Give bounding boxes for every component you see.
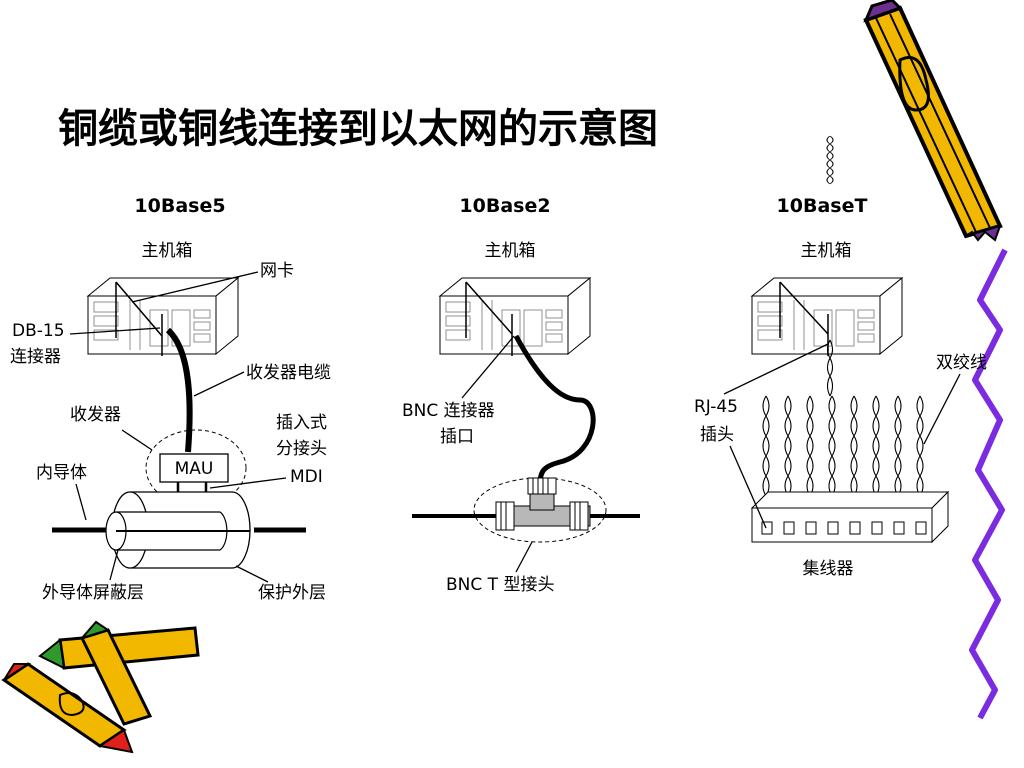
label-host-10base2: 主机箱 bbox=[485, 241, 536, 261]
label-mau: MAU bbox=[175, 459, 214, 479]
host-computer-10base5 bbox=[87, 277, 239, 355]
hub bbox=[750, 490, 950, 544]
label-transceiver: 收发器 bbox=[70, 405, 121, 425]
page-title: 铜缆或铜线连接到以太网的示意图 bbox=[58, 106, 658, 152]
pencils-icon bbox=[1, 620, 200, 754]
host-computer-10baset bbox=[751, 277, 903, 355]
label-nic: 网卡 bbox=[260, 261, 294, 281]
label-host-10baset: 主机箱 bbox=[801, 241, 852, 261]
nic-card bbox=[115, 281, 163, 337]
heading-10base5: 10Base5 bbox=[134, 195, 225, 217]
label-db15-line2: 连接器 bbox=[10, 347, 61, 367]
label-bnc-line1: BNC 连接器 bbox=[402, 401, 495, 421]
label-db15-line1: DB-15 bbox=[12, 321, 65, 341]
label-host-10base5: 主机箱 bbox=[142, 241, 193, 261]
label-inner-conductor: 内导体 bbox=[36, 463, 87, 483]
transceiver-cable bbox=[165, 327, 193, 453]
label-twisted-pair: 双绞线 bbox=[936, 353, 987, 373]
t-connector-boundary bbox=[473, 477, 607, 543]
pencil-icon bbox=[863, 0, 1003, 242]
mau-box bbox=[159, 453, 229, 483]
heading-10base2: 10Base2 bbox=[459, 195, 550, 217]
label-tap-line1: 插入式 bbox=[276, 413, 327, 433]
label-t-connector: BNC T 型接头 bbox=[446, 575, 554, 595]
label-rj45-line1: RJ-45 bbox=[694, 397, 738, 417]
label-outer-shield: 外导体屏蔽层 bbox=[42, 583, 144, 603]
bnc-t-connector bbox=[495, 477, 591, 531]
label-bnc-line2: 插口 bbox=[440, 427, 474, 447]
transceiver-boundary bbox=[145, 429, 247, 507]
host-computer-10base2 bbox=[439, 277, 591, 355]
squiggle-decoration bbox=[969, 248, 1008, 720]
label-tap-line2: 分接头 bbox=[276, 439, 327, 459]
label-mdi: MDI bbox=[290, 467, 323, 487]
label-rj45-line2: 插头 bbox=[700, 425, 734, 445]
label-transceiver-cable: 收发器电缆 bbox=[246, 363, 331, 383]
thin-coax-cable bbox=[513, 334, 596, 485]
label-hub: 集线器 bbox=[803, 559, 854, 579]
label-jacket: 保护外层 bbox=[258, 583, 326, 603]
heading-10baset: 10BaseT bbox=[777, 195, 868, 217]
